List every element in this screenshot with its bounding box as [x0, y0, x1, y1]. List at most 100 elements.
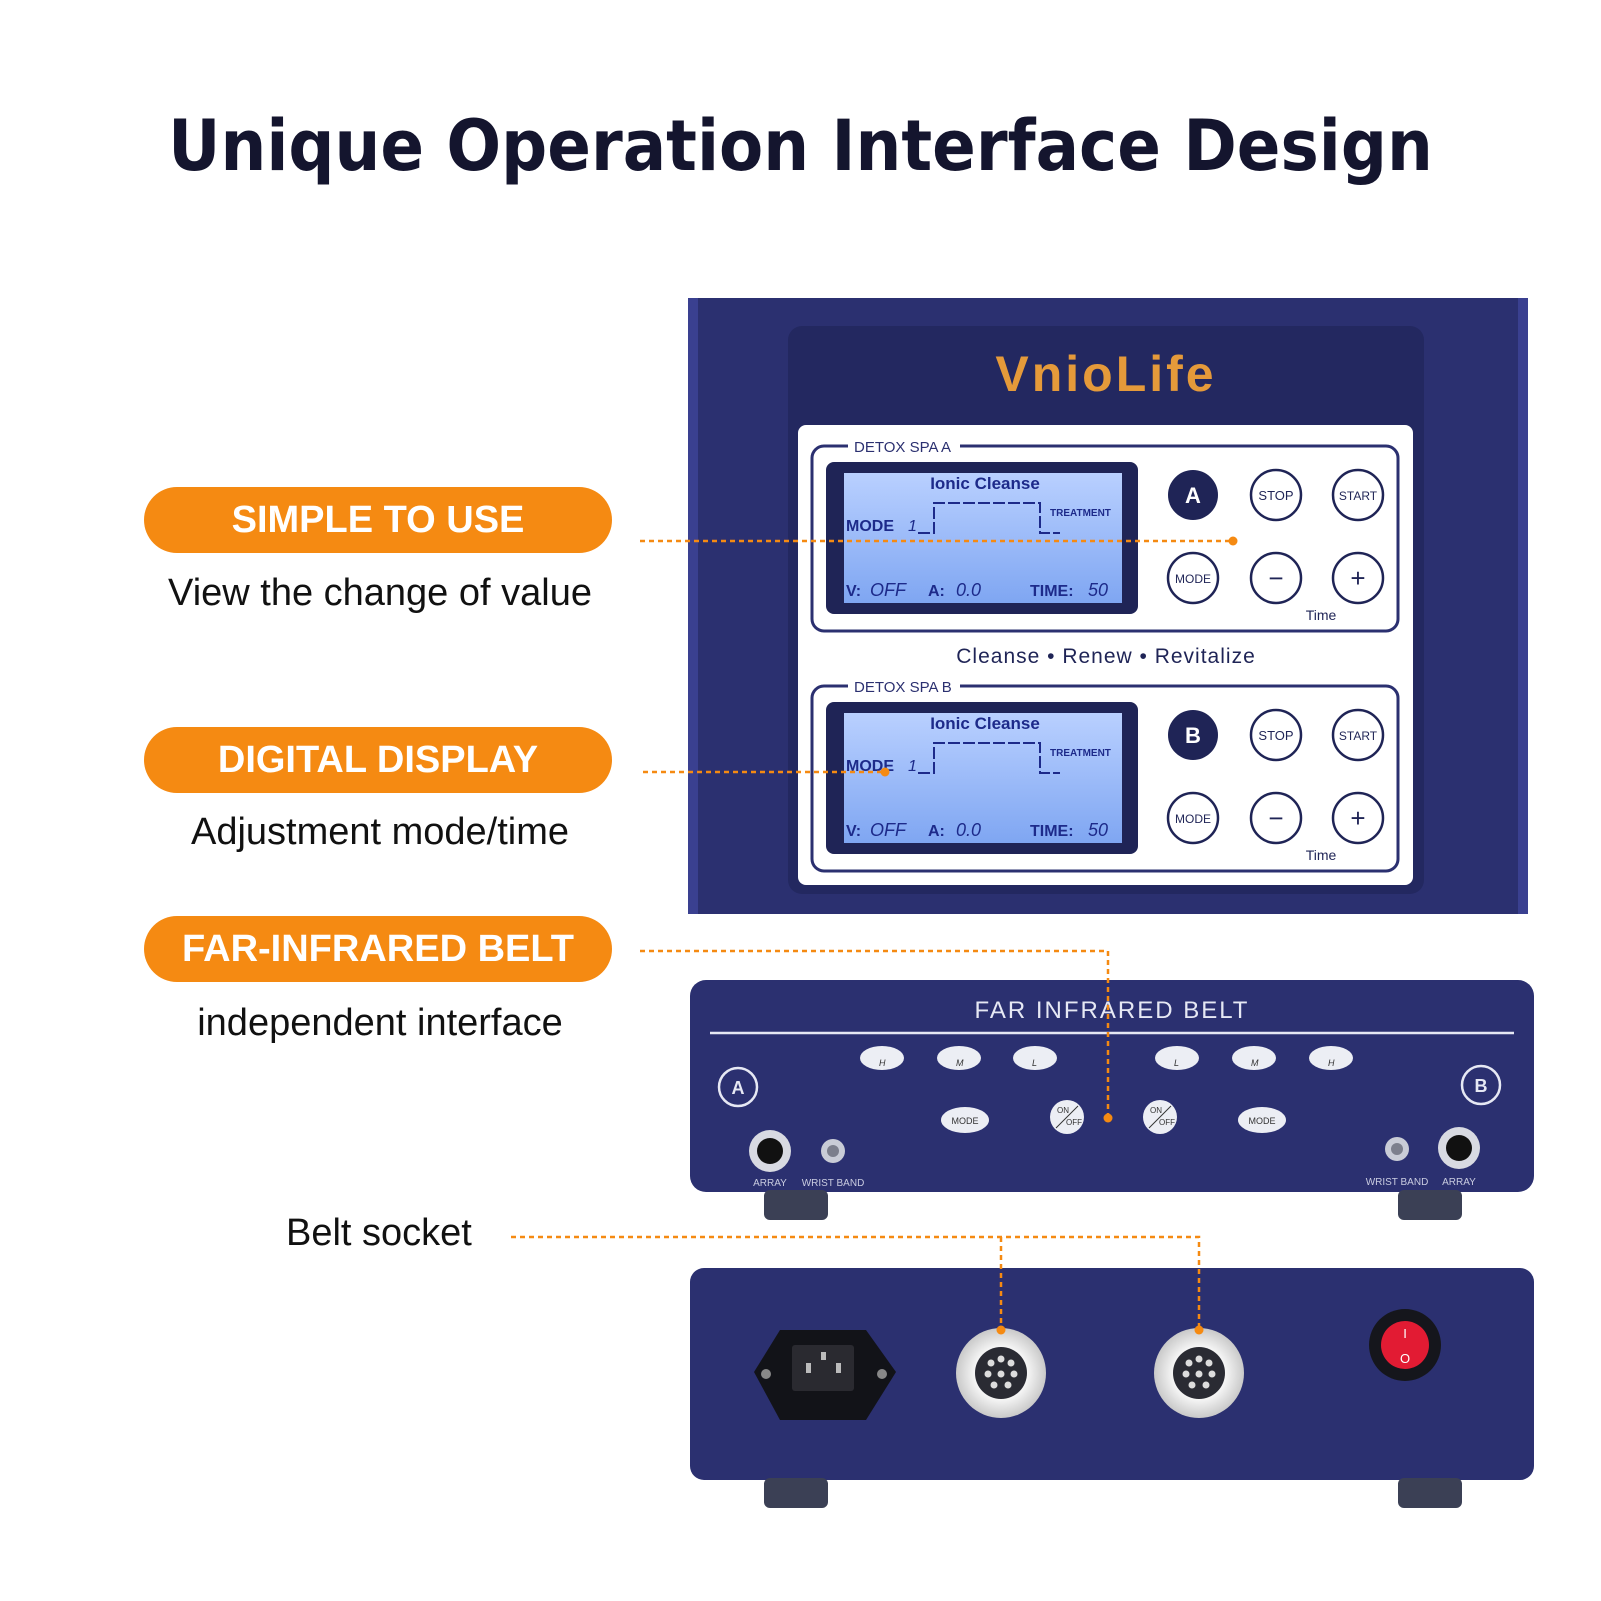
svg-text:WRIST BAND: WRIST BAND: [1366, 1177, 1429, 1188]
svg-text:STOP: STOP: [1258, 488, 1293, 503]
lcd-a-mode-value: 1: [908, 518, 917, 535]
lcd-b-a-label: A:: [928, 823, 945, 840]
lcd-a-time-value: 50: [1088, 580, 1108, 600]
svg-text:MODE: MODE: [1249, 1116, 1276, 1126]
svg-text:−: −: [1268, 803, 1283, 833]
lcd-b-time-label: TIME:: [1030, 823, 1074, 840]
start-b-button[interactable]: START: [1331, 708, 1385, 762]
lcd-a-v-value: OFF: [870, 580, 907, 600]
wrist-band-jack-left[interactable]: WRIST BAND: [802, 1139, 865, 1189]
svg-text:O: O: [1400, 1351, 1410, 1366]
level-h-right-button[interactable]: H: [1309, 1046, 1353, 1070]
lcd-b-title: Ionic Cleanse: [930, 714, 1040, 733]
lcd-a-screen: [844, 473, 1122, 603]
svg-text:B: B: [1185, 723, 1201, 748]
start-a-button[interactable]: START: [1331, 468, 1385, 522]
feature-badge-simple: SIMPLE TO USE: [144, 487, 612, 553]
level-buttons-right: L M H: [1155, 1046, 1353, 1070]
svg-text:M: M: [956, 1058, 964, 1068]
level-buttons-left: H M L: [860, 1046, 1057, 1070]
svg-text:−: −: [1268, 563, 1283, 593]
svg-text:STOP: STOP: [1258, 728, 1293, 743]
svg-text:OFF: OFF: [1066, 1118, 1082, 1127]
feature-desc-belt: independent interface: [197, 1002, 563, 1044]
lcd-b-screen: [844, 713, 1122, 843]
stop-a-button[interactable]: STOP: [1249, 468, 1303, 522]
lcd-b-treatment: TREATMENT: [1050, 748, 1111, 759]
svg-text:+: +: [1350, 563, 1365, 593]
array-jack-left[interactable]: ARRAY: [749, 1130, 791, 1189]
svg-text:ON: ON: [1150, 1106, 1162, 1115]
lcd-b-a-value: 0.0: [956, 820, 981, 840]
wrist-band-jack-right[interactable]: WRIST BAND: [1366, 1137, 1429, 1188]
level-l-right-button[interactable]: L: [1155, 1046, 1199, 1070]
lcd-b-v-label: V:: [846, 823, 861, 840]
svg-text:+: +: [1350, 803, 1365, 833]
channel-b-button[interactable]: B: [1168, 710, 1218, 760]
lcd-b-v-value: OFF: [870, 820, 907, 840]
svg-text:START: START: [1339, 729, 1378, 743]
feature-badge-belt: FAR-INFRARED BELT: [144, 916, 612, 982]
feature-desc-display: Adjustment mode/time: [190, 811, 570, 853]
mode-b-button[interactable]: MODE: [1166, 791, 1220, 845]
svg-text:ARRAY: ARRAY: [1442, 1177, 1476, 1188]
lcd-b-mode-value: 1: [908, 758, 917, 775]
feature-badge-display: DIGITAL DISPLAY: [144, 727, 612, 793]
rear-panel-body: [690, 1268, 1534, 1480]
belt-channel-b: B: [1460, 1064, 1502, 1106]
svg-text:ARRAY: ARRAY: [753, 1178, 787, 1189]
power-inlet[interactable]: [754, 1330, 896, 1420]
lcd-b-time-value: 50: [1088, 820, 1108, 840]
lcd-a-a-value: 0.0: [956, 580, 981, 600]
time-a-caption: Time: [1306, 607, 1337, 623]
array-jack-right[interactable]: ARRAY: [1438, 1127, 1480, 1188]
belt-power-right-button[interactable]: ON OFF: [1143, 1100, 1177, 1134]
svg-text:L: L: [1032, 1058, 1037, 1068]
minus-b-button[interactable]: −: [1249, 791, 1303, 845]
lcd-a-mode-label: MODE: [846, 518, 894, 535]
belt-panel-title: FAR INFRARED BELT: [975, 997, 1250, 1024]
level-h-left-button[interactable]: H: [860, 1046, 904, 1070]
plus-a-button[interactable]: +: [1331, 551, 1385, 605]
stop-b-button[interactable]: STOP: [1249, 708, 1303, 762]
belt-socket-left[interactable]: [956, 1328, 1046, 1418]
level-l-left-button[interactable]: L: [1013, 1046, 1057, 1070]
channel-a-button[interactable]: A: [1168, 470, 1218, 520]
spa-a-section: DETOX SPA A Ionic Cleanse MODE 1 TREATME…: [810, 436, 1400, 633]
belt-channel-a: A: [717, 1066, 759, 1108]
tagline: Cleanse • Renew • Revitalize: [956, 645, 1256, 668]
svg-text:MODE: MODE: [1175, 812, 1211, 826]
time-b-caption: Time: [1306, 847, 1337, 863]
lcd-a-time-label: TIME:: [1030, 583, 1074, 600]
belt-power-left-button[interactable]: ON OFF: [1050, 1100, 1084, 1134]
svg-text:MODE: MODE: [952, 1116, 979, 1126]
belt-mode-right-button[interactable]: MODE: [1238, 1107, 1286, 1133]
belt-mode-left-button[interactable]: MODE: [941, 1107, 989, 1133]
svg-text:M: M: [1251, 1058, 1259, 1068]
brand-logo: VnioLife: [995, 346, 1216, 402]
lcd-a-treatment: TREATMENT: [1050, 508, 1111, 519]
svg-text:ON: ON: [1057, 1106, 1069, 1115]
mode-a-button[interactable]: MODE: [1166, 551, 1220, 605]
power-switch[interactable]: I O: [1369, 1309, 1441, 1381]
lcd-a-title: Ionic Cleanse: [930, 474, 1040, 493]
level-m-right-button[interactable]: M: [1232, 1046, 1276, 1070]
spa-b-label: DETOX SPA B: [854, 679, 952, 696]
svg-text:L: L: [1174, 1058, 1179, 1068]
svg-text:WRIST BAND: WRIST BAND: [802, 1178, 865, 1189]
svg-text:START: START: [1339, 489, 1378, 503]
svg-text:A: A: [732, 1078, 745, 1098]
minus-a-button[interactable]: −: [1249, 551, 1303, 605]
page-title: Unique Operation Interface Design: [168, 105, 1433, 187]
svg-text:H: H: [879, 1058, 886, 1068]
belt-socket-right[interactable]: [1154, 1328, 1244, 1418]
lcd-a-v-label: V:: [846, 583, 861, 600]
svg-text:OFF: OFF: [1159, 1118, 1175, 1127]
svg-text:MODE: MODE: [1175, 572, 1211, 586]
feature-desc-simple: View the change of value: [168, 572, 592, 614]
svg-text:I: I: [1403, 1326, 1407, 1341]
svg-text:H: H: [1328, 1058, 1335, 1068]
plus-b-button[interactable]: +: [1331, 791, 1385, 845]
level-m-left-button[interactable]: M: [937, 1046, 981, 1070]
